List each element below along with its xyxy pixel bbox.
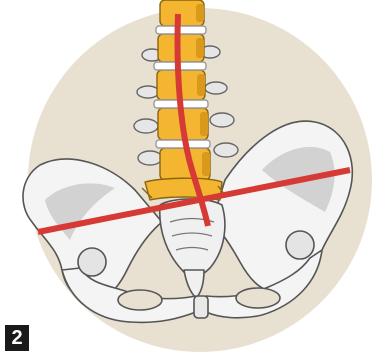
step-number-badge: 2 xyxy=(5,325,29,351)
pubic-symphysis xyxy=(194,296,208,318)
